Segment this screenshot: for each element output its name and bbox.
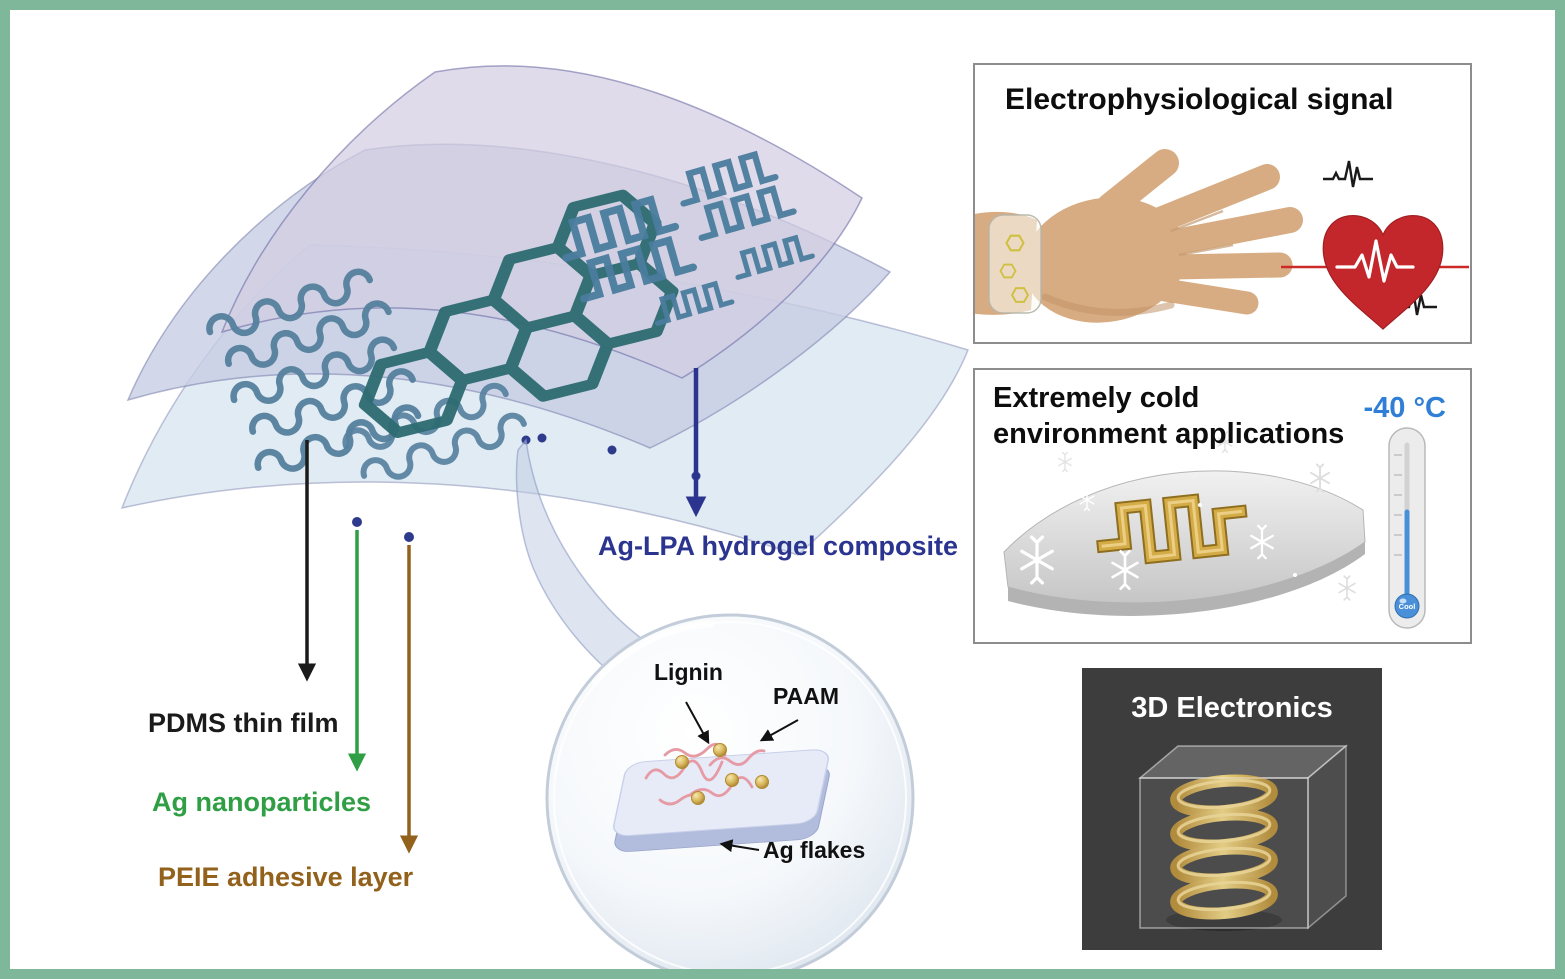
three-d-electronics-panel: 3D Electronics: [1082, 668, 1382, 950]
magnifier-bubble: [545, 613, 915, 969]
three-d-electronics-title: 3D Electronics: [1131, 692, 1333, 724]
top-film: [220, 65, 863, 379]
hydrogel-slab: [613, 749, 830, 852]
ag-flakes-label: Ag flakes: [763, 837, 866, 863]
hand-illustration: [975, 149, 1303, 323]
ag-nanoparticles-label: Ag nanoparticles: [152, 787, 372, 817]
three-d-electronics-art: [1137, 744, 1349, 931]
device-schematic-svg: [120, 65, 970, 969]
temperature-value: -40 °C: [1363, 392, 1446, 424]
electrophysiology-title: Electrophysiological signal: [1005, 83, 1394, 116]
electrophysiology-panel: Electrophysiological signal: [973, 63, 1472, 344]
cold-environment-panel: Cool Extremely cold environment applicat…: [973, 368, 1472, 644]
lignin-label: Lignin: [654, 659, 723, 685]
transparent-cube: [1137, 744, 1349, 931]
pdms-label: PDMS thin film: [148, 708, 339, 738]
paam-label: PAAM: [773, 683, 840, 709]
snowflakes: [1020, 431, 1356, 601]
gold-coil: [1170, 774, 1278, 920]
thermometer: Cool: [1388, 427, 1426, 629]
ag-flake-particles: [675, 743, 769, 805]
cube-front-face: [1139, 777, 1309, 929]
wearable-sensor-patch: [988, 214, 1042, 314]
heart-ecg: [1281, 214, 1469, 330]
film-stack: [120, 65, 970, 556]
cold-environment-art: Cool: [1003, 427, 1426, 629]
thermometer-cool-label: Cool: [1399, 602, 1416, 611]
hydrogel-composite-label: Ag-LPA hydrogel composite: [598, 531, 959, 561]
peie-label: PEIE adhesive layer: [158, 862, 414, 892]
cold-title-line2: environment applications: [993, 418, 1345, 450]
flexible-film: [1003, 470, 1366, 616]
electrophysiology-art: [975, 149, 1469, 330]
magnifier-label-arrows: [685, 701, 799, 853]
ecg-trace-top: [1321, 159, 1375, 189]
cold-title-line1: Extremely cold: [993, 382, 1200, 414]
